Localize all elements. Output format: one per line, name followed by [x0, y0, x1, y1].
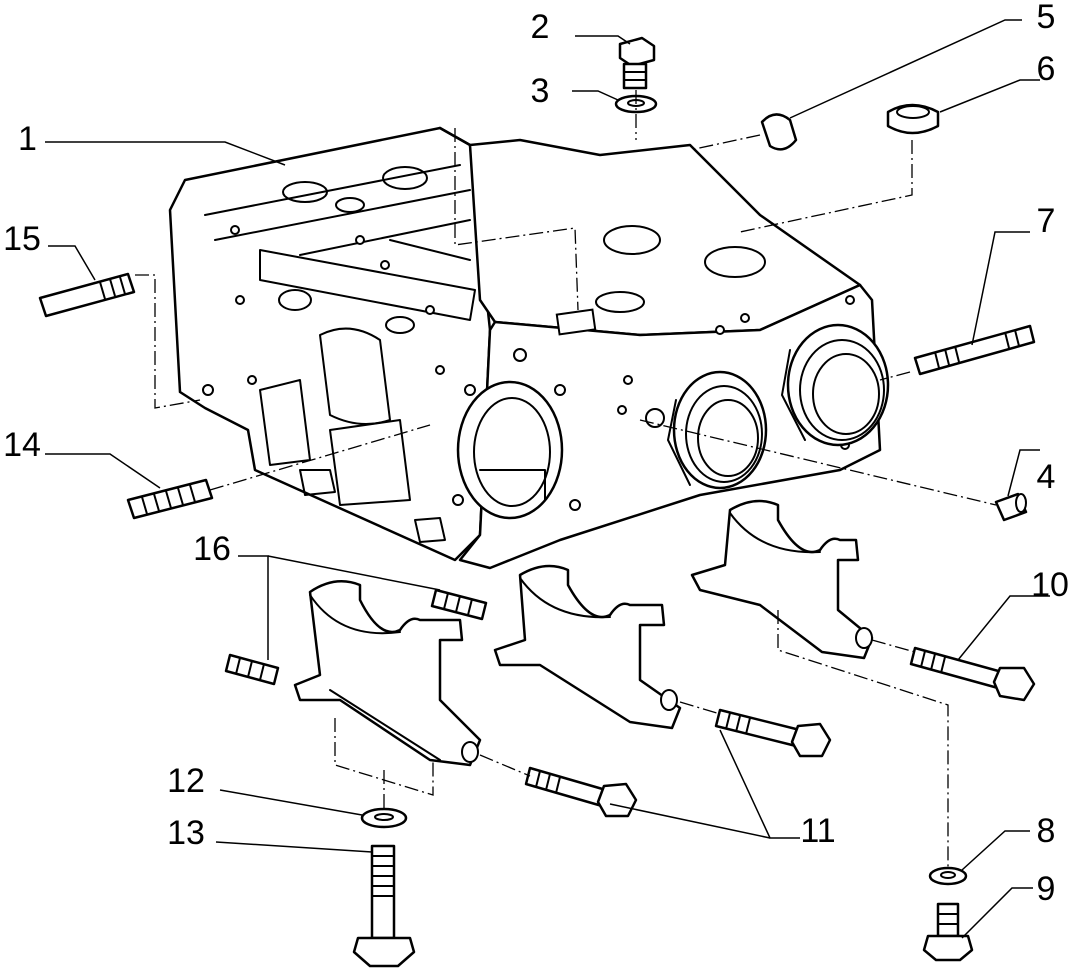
part-16-stud-a [224, 653, 280, 686]
part-10-bolt [909, 646, 1036, 702]
callout-3: 3 [531, 72, 550, 110]
callout-1: 1 [18, 120, 37, 158]
part-9-bolt [922, 902, 974, 962]
callout-9: 9 [1037, 870, 1056, 908]
leader-lines [45, 19, 1050, 939]
part-5-cap-plug [760, 113, 798, 151]
callout-2: 2 [531, 8, 550, 46]
callout-8: 8 [1037, 812, 1056, 850]
part-1-engine-block [168, 126, 882, 570]
part-16-stud-b [430, 588, 488, 621]
camshaft-seal-right [781, 323, 890, 447]
part-11-bolt-b [524, 766, 638, 818]
part-2-bolt [618, 36, 656, 90]
bearing-cap-rear [690, 499, 874, 660]
part-15-stud [38, 272, 136, 318]
camshaft-seal-left [667, 370, 768, 490]
callout-labels: 1 2 3 4 5 6 7 8 9 10 11 12 13 14 15 16 [3, 0, 1069, 908]
callout-10: 10 [1031, 566, 1069, 604]
part-6-seal-ring [886, 103, 940, 135]
callout-12: 12 [167, 762, 205, 800]
part-4-dowel [994, 492, 1028, 522]
part-8-washer [928, 866, 968, 886]
callout-4: 4 [1037, 458, 1056, 496]
part-12-washer [360, 807, 408, 829]
part-14-stud [126, 478, 214, 520]
callout-11: 11 [800, 812, 835, 850]
callout-16: 16 [193, 530, 231, 568]
bearing-cap-front [293, 580, 482, 767]
part-7-stud [913, 324, 1036, 376]
bearing-cap-middle [493, 564, 682, 730]
callout-6: 6 [1037, 50, 1056, 88]
callout-13: 13 [167, 814, 205, 852]
assembly-centerlines [135, 90, 997, 868]
callout-15: 15 [3, 220, 41, 258]
part-13-bolt [352, 844, 416, 968]
callout-7: 7 [1037, 202, 1056, 240]
callout-14: 14 [3, 426, 41, 464]
callout-5: 5 [1037, 0, 1056, 36]
part-11-bolt-a [714, 708, 832, 758]
